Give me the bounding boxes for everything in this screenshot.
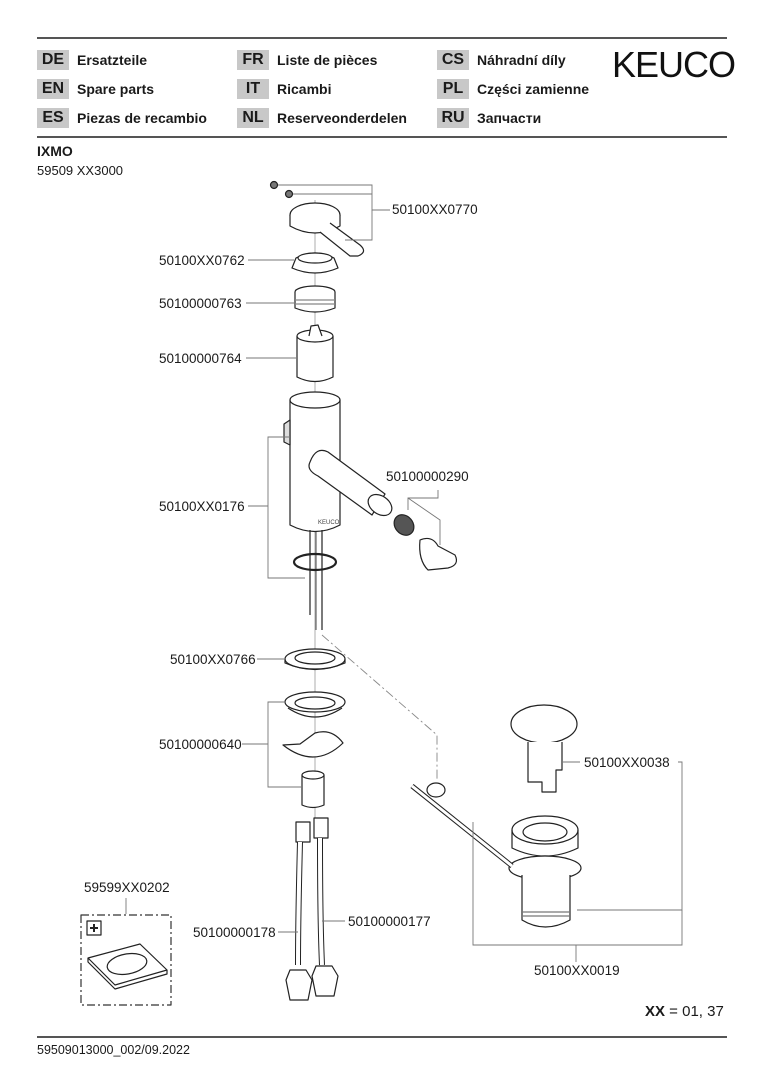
- lang-label: Spare parts: [77, 81, 155, 97]
- screw-icon: [269, 180, 294, 199]
- lang-code: FR: [237, 50, 269, 70]
- waste-body-icon: [508, 815, 582, 928]
- lang-label: Ersatzteile: [77, 52, 148, 68]
- lang-fr: FR Liste de pièces: [237, 50, 377, 70]
- accessory-box: [80, 914, 172, 1006]
- aerator-icon: [393, 514, 458, 571]
- lang-code: PL: [437, 79, 469, 99]
- part-label-nut: 50100000763: [159, 296, 242, 311]
- part-label-body: 50100XX0176: [159, 499, 245, 514]
- xx-legend: XX = 01, 37: [645, 1003, 724, 1020]
- xx-eq: =: [665, 1003, 683, 1020]
- document-id: 59509013000_002/09.2022: [37, 1043, 190, 1057]
- lang-label: Piezas de recambio: [77, 110, 207, 126]
- lang-code: EN: [37, 79, 69, 99]
- lang-it: IT Ricambi: [237, 79, 331, 99]
- lang-nl: NL Reserveonderdelen: [237, 108, 407, 128]
- part-label-fixing-set: 50100000640: [159, 737, 242, 752]
- hose-icon: [285, 817, 339, 1001]
- lang-ru: RU Запчасти: [437, 108, 541, 128]
- lang-pl: PL Części zamienne: [437, 79, 589, 99]
- top-rule: [37, 37, 727, 39]
- pop-up-rod-icon: [410, 782, 514, 868]
- lever-handle-icon: [289, 202, 365, 257]
- xx-values: 01, 37: [682, 1003, 724, 1020]
- header-rule: [37, 136, 727, 138]
- svg-text:KEUCO: KEUCO: [318, 520, 340, 526]
- lang-code: ES: [37, 108, 69, 128]
- part-label-cartridge: 50100000764: [159, 351, 242, 366]
- lang-code: IT: [237, 79, 269, 99]
- part-label-cover-cap: 50100XX0762: [159, 253, 245, 268]
- lang-code: DE: [37, 50, 69, 70]
- base-ring-icon: [284, 648, 346, 671]
- part-label-aerator: 50100000290: [386, 469, 469, 484]
- part-label-hose-left: 50100000178: [193, 925, 276, 940]
- cartridge-icon: [296, 324, 334, 383]
- lang-label: Liste de pièces: [277, 52, 378, 68]
- lang-label: Náhradní díly: [477, 52, 566, 68]
- lang-de: DE Ersatzteile: [37, 50, 147, 70]
- part-label-lever: 50100XX0770: [392, 202, 478, 217]
- lang-code: CS: [437, 50, 469, 70]
- part-label-accessory: 59599XX0202: [84, 880, 170, 895]
- lang-code: NL: [237, 108, 269, 128]
- product-number: 59509 XX3000: [37, 163, 124, 178]
- linkage-line: [321, 634, 438, 780]
- cover-cap-icon: [291, 252, 339, 274]
- lang-label: Części zamienne: [477, 81, 590, 97]
- lang-en: EN Spare parts: [37, 79, 154, 99]
- waste-plug-icon: [510, 704, 578, 793]
- lang-cs: CS Náhradní díly: [437, 50, 566, 70]
- lang-es: ES Piezas de recambio: [37, 108, 207, 128]
- lang-label: Ricambi: [277, 81, 332, 97]
- lang-code: RU: [437, 108, 469, 128]
- keuco-logo: KEUCO: [612, 44, 736, 85]
- lang-label: Запчасти: [477, 110, 542, 126]
- lang-label: Reserveonderdelen: [277, 110, 407, 126]
- nut-icon: [294, 285, 336, 313]
- xx-label: XX: [645, 1003, 666, 1020]
- part-label-waste-set: 50100XX0019: [534, 963, 620, 978]
- footer-rule: [37, 1036, 727, 1038]
- product-name: IXMO: [37, 143, 73, 159]
- part-label-waste-plug: 50100XX0038: [584, 755, 670, 770]
- part-label-base-ring: 50100XX0766: [170, 652, 256, 667]
- tap-body-icon: KEUCO: [283, 391, 393, 630]
- fixing-set-icon: [282, 691, 346, 809]
- part-label-hose-right: 50100000177: [348, 914, 431, 929]
